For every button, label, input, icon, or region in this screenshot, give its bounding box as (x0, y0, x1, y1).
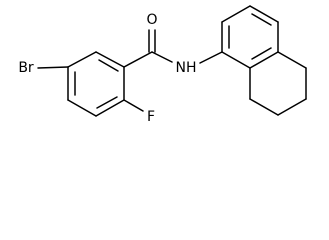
double-bond-inner (251, 13, 272, 26)
atom-label-br: Br (18, 60, 34, 76)
atom-label-o: O (146, 12, 157, 28)
double-bond-inner (96, 96, 118, 109)
bond-c-f (123, 99, 144, 112)
bond (277, 98, 307, 116)
bond-n-ring (199, 51, 223, 64)
bond (67, 99, 97, 117)
bond-c-br (37, 66, 69, 69)
tetralin-aromatic-ring (221, 5, 279, 69)
bond (95, 99, 125, 117)
bond (95, 51, 125, 68)
bond (249, 51, 279, 69)
double-bond-inner (251, 47, 272, 60)
benzamide-ring (67, 51, 125, 117)
chemical-structure-diagram: Br O NH F (18, 5, 307, 125)
double-bond-inner (98, 59, 119, 72)
bond-c-n (151, 51, 173, 63)
structure-canvas: Br O NH F (18, 5, 307, 125)
atom-label-f: F (147, 109, 155, 125)
bond (277, 51, 307, 69)
bond-ring-carbonyl (123, 51, 153, 68)
bond (221, 5, 251, 23)
bond (249, 98, 279, 116)
bond (249, 5, 279, 23)
tetralin-saturated-ring (249, 51, 307, 116)
atom-label-nh: NH (176, 60, 197, 76)
bond (221, 51, 251, 69)
bond (67, 51, 97, 68)
